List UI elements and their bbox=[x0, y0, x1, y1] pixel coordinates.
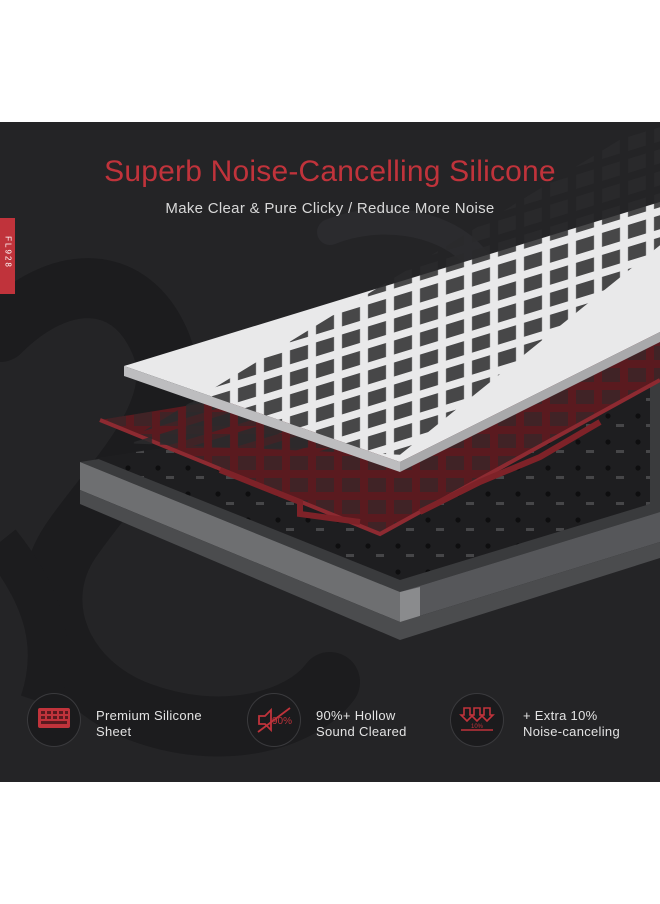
feature-silicone-sheet: Premium Silicone Sheet bbox=[28, 694, 208, 750]
feature-line-2: Noise-canceling bbox=[523, 724, 620, 739]
feature-line-1: Premium Silicone bbox=[96, 708, 202, 723]
page-title: Superb Noise-Cancelling Silicone bbox=[104, 155, 556, 188]
switch-plate bbox=[124, 122, 660, 472]
feature-extra-noise-canceling: 10% + Extra 10% Noise-canceling bbox=[451, 694, 651, 750]
icon-percentage-10: 10% bbox=[471, 724, 484, 730]
feature-label: Premium Silicone Sheet bbox=[96, 708, 202, 740]
icon-percentage-90: 90% bbox=[272, 716, 292, 727]
feature-line-2: Sound Cleared bbox=[316, 724, 407, 739]
keyboard-exploded-illustration bbox=[80, 122, 660, 640]
feature-hollow-sound: 90% 90%+ Hollow Sound Cleared bbox=[248, 694, 428, 750]
feature-label: 90%+ Hollow Sound Cleared bbox=[316, 708, 407, 740]
feature-label: + Extra 10% Noise-canceling bbox=[523, 708, 620, 740]
model-tag: FL928 bbox=[0, 218, 15, 294]
product-banner: Superb Noise-Cancelling Silicone Make Cl… bbox=[0, 122, 660, 782]
page-subtitle: Make Clear & Pure Clicky / Reduce More N… bbox=[165, 200, 495, 217]
keyboard-silicone-icon bbox=[28, 694, 80, 746]
feature-line-2: Sheet bbox=[96, 724, 132, 739]
feature-line-1: + Extra 10% bbox=[523, 708, 598, 723]
feature-line-1: 90%+ Hollow bbox=[316, 708, 396, 723]
speaker-muted-90-icon: 90% bbox=[248, 694, 300, 746]
model-tag-label: FL928 bbox=[3, 236, 13, 269]
triple-arrow-down-icon: 10% bbox=[451, 694, 503, 746]
